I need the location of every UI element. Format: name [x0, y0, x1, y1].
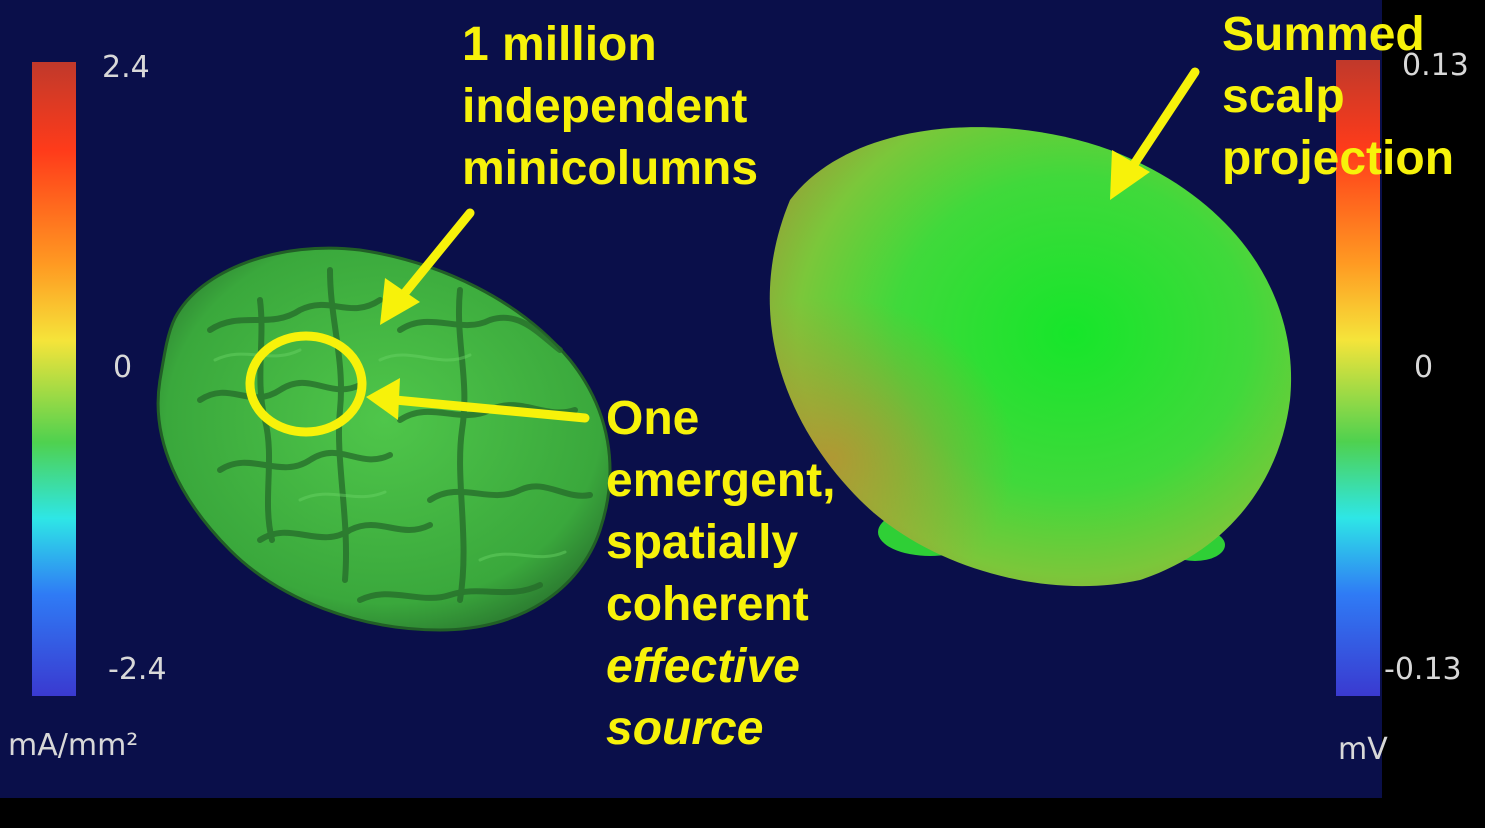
minicolumns-label-line: minicolumns [462, 138, 758, 200]
minicolumns-label-line: independent [462, 76, 758, 138]
scalp-label-line: projection [1222, 128, 1454, 190]
scalp-label-line: scalp [1222, 66, 1454, 128]
source-label-line: effective [606, 636, 835, 698]
source-label: One emergent, spatially coherent effecti… [606, 388, 835, 760]
scalp-arrow [1125, 72, 1195, 178]
source-label-line: source [606, 698, 835, 760]
scalp-surface [770, 127, 1291, 586]
scalp-label-line: Summed [1222, 4, 1454, 66]
scalp-label: Summed scalp projection [1222, 4, 1454, 190]
minicolumns-label-line: 1 million [462, 14, 758, 76]
source-label-line: emergent, [606, 450, 835, 512]
source-label-line: spatially [606, 512, 835, 574]
source-label-line: One [606, 388, 835, 450]
source-label-line: coherent [606, 574, 835, 636]
minicolumns-label: 1 million independent minicolumns [462, 14, 758, 200]
